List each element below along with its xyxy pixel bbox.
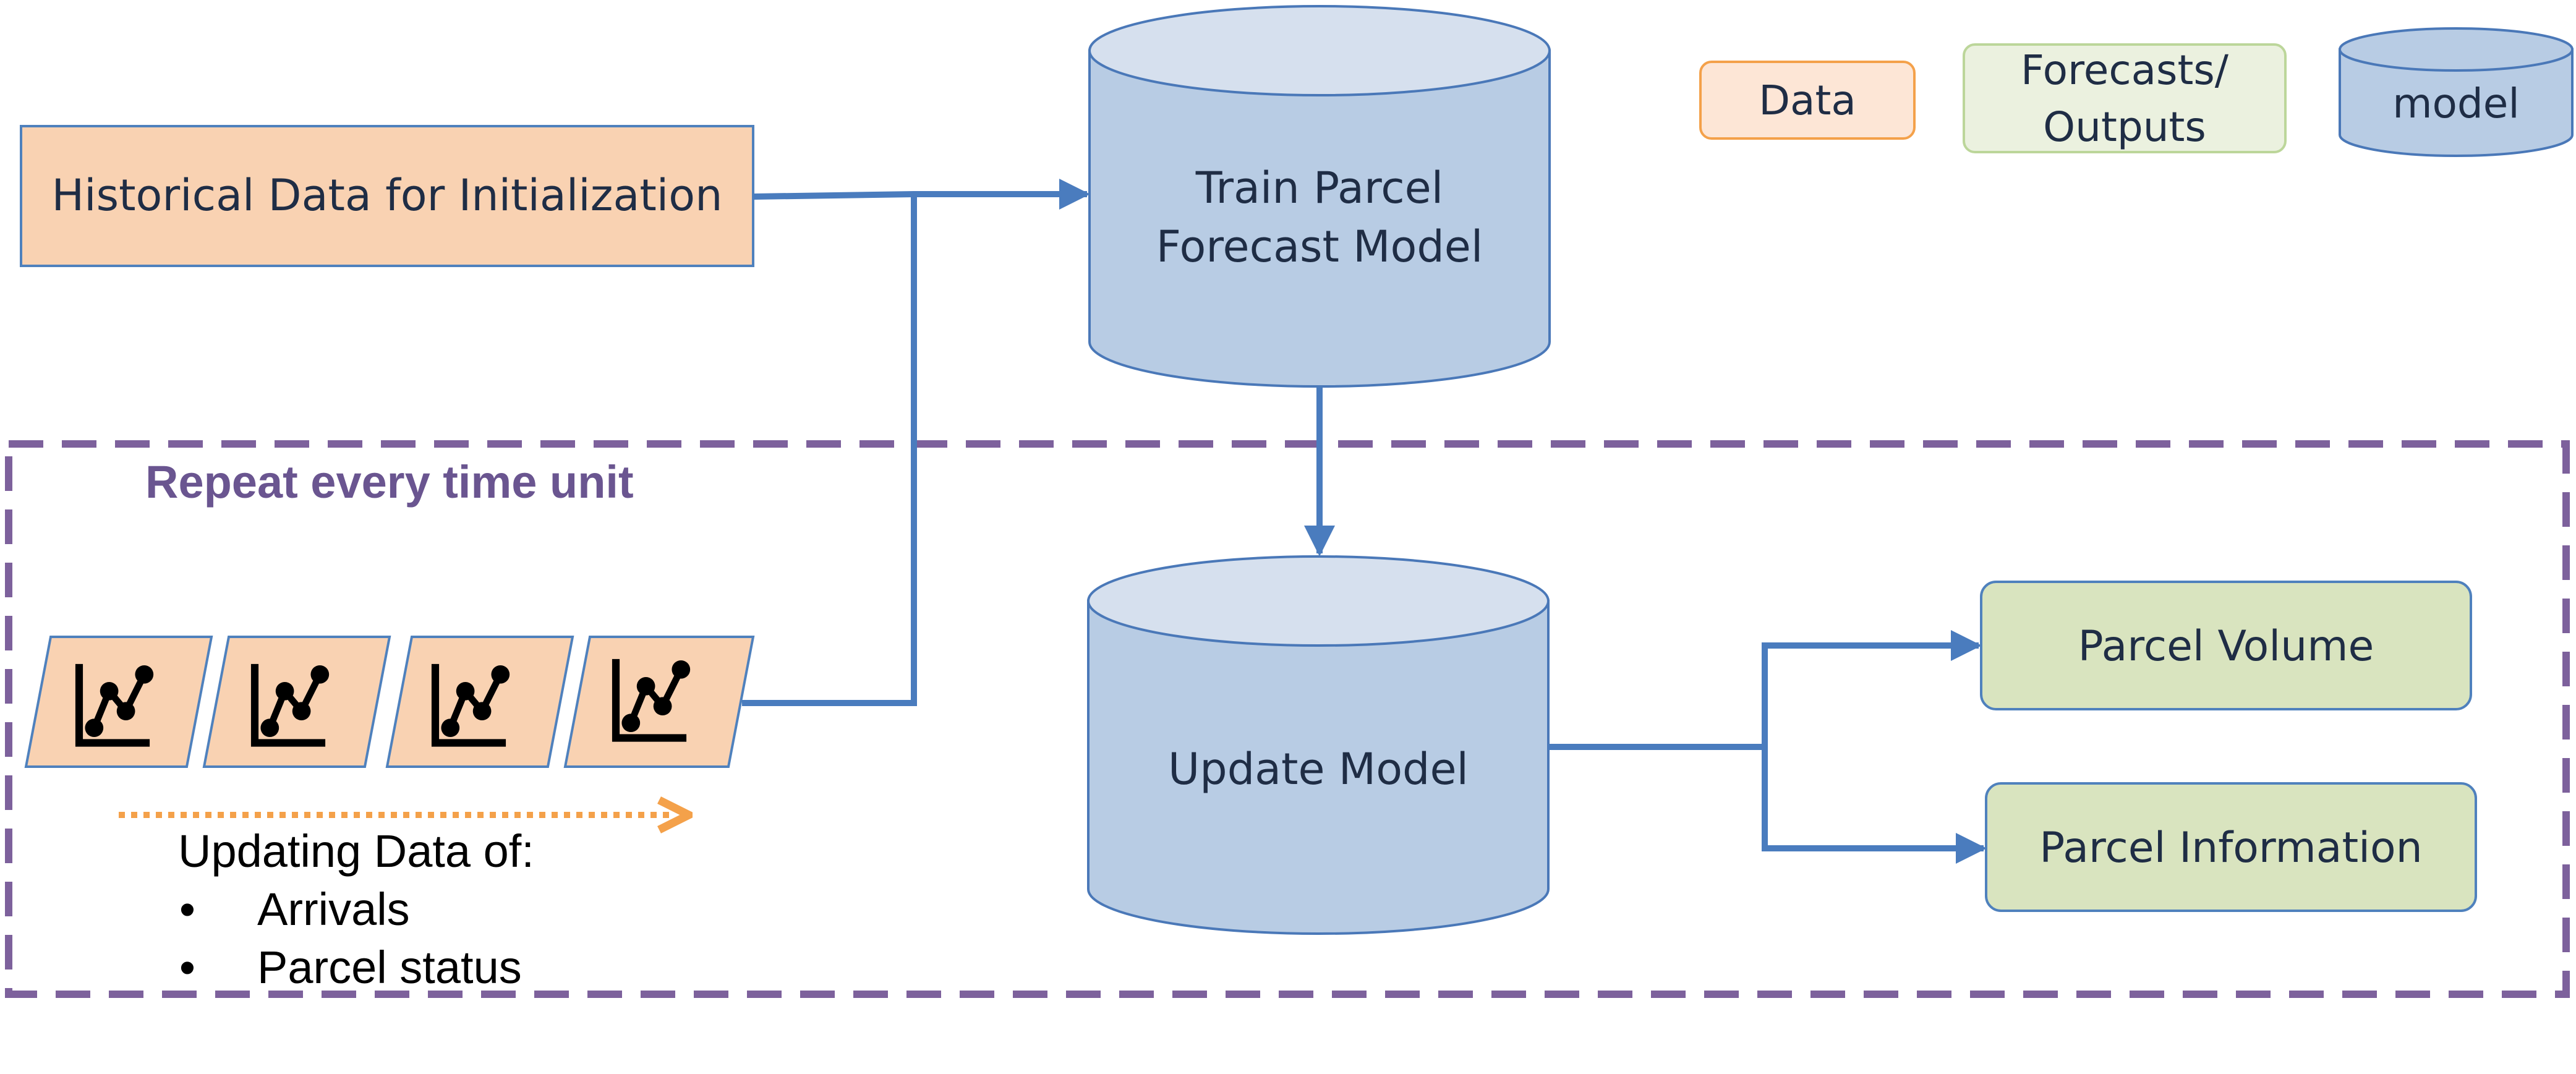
legend-outputs-label-line2: Outputs xyxy=(2043,103,2206,151)
historical-data-label: Historical Data for Initialization xyxy=(52,170,723,221)
bullet-marker: • xyxy=(179,884,195,935)
legend-model-label: model xyxy=(2392,80,2520,127)
repeat-loop-frame xyxy=(5,440,2570,998)
updating-data-heading: Updating Data of: xyxy=(178,825,534,877)
train-model-label-line1: Train Parcel xyxy=(1195,163,1443,213)
train-model-cylinder: Train Parcel Forecast Model xyxy=(1088,5,1551,388)
data-snapshot-1 xyxy=(24,636,213,768)
bullet-marker: • xyxy=(179,942,195,993)
parcel-volume-box: Parcel Volume xyxy=(1980,581,2472,710)
historical-data-box: Historical Data for Initialization xyxy=(20,125,754,267)
updating-item-parcel-status: Parcel status xyxy=(257,942,522,993)
loop-title: Repeat every time unit xyxy=(145,456,634,508)
legend-data: Data xyxy=(1699,61,1916,140)
update-model-cylinder: Update Model xyxy=(1087,555,1550,935)
data-snapshot-2 xyxy=(202,636,391,768)
legend-data-label: Data xyxy=(1759,77,1856,124)
data-snapshot-3 xyxy=(385,636,574,768)
updating-item-arrivals: Arrivals xyxy=(257,884,410,935)
connector-historical-to-train xyxy=(753,179,1090,210)
connector-to-parcel-volume xyxy=(1762,630,1982,747)
parcel-volume-label: Parcel Volume xyxy=(2078,622,2374,671)
parcel-information-box: Parcel Information xyxy=(1985,782,2477,912)
connector-updates-to-train xyxy=(742,194,917,706)
legend: Data Forecasts/ Outputs model xyxy=(1699,27,2574,157)
parcel-information-label: Parcel Information xyxy=(2039,824,2422,872)
data-snapshot-4 xyxy=(563,636,755,768)
legend-outputs: Forecasts/ Outputs xyxy=(1963,43,2287,153)
connector-to-parcel-information xyxy=(1762,747,1987,864)
legend-model: model xyxy=(2339,27,2574,157)
update-model-label: Update Model xyxy=(1168,744,1469,795)
train-model-label-line2: Forecast Model xyxy=(1156,221,1483,272)
legend-outputs-label-line1: Forecasts/ xyxy=(2021,46,2229,94)
